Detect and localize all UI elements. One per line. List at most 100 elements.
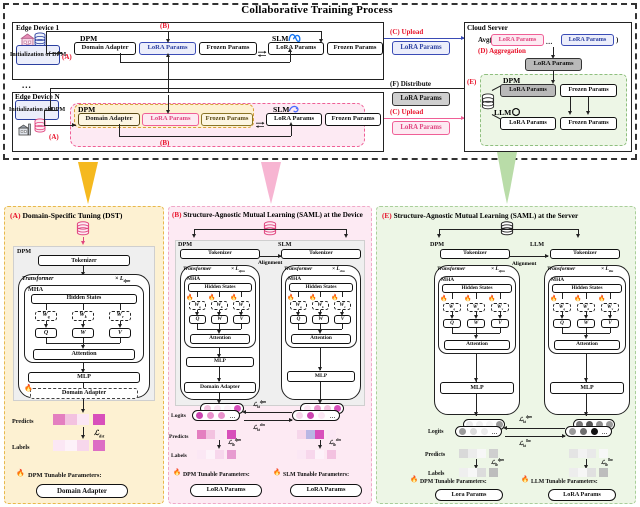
panel-e-bus-right — [578, 229, 579, 235]
panel-b-tunable-right-box[interactable]: LoRA Params — [290, 484, 362, 497]
panel-e-hidden-states-left[interactable]: Hidden States — [442, 284, 512, 293]
panel-a-hidden-states[interactable]: Hidden States — [31, 294, 137, 304]
cloud-llm-lora-box[interactable]: LoRA Params — [500, 117, 556, 130]
edge1-slm-frozen-box[interactable]: Frozen Params — [327, 42, 383, 55]
panel-e-w-right[interactable]: W — [577, 319, 595, 328]
panel-a-mlp[interactable]: MLP — [28, 372, 140, 383]
logit-dot — [314, 405, 321, 412]
edgeN-init-wire — [44, 125, 76, 126]
panel-b-q-right[interactable]: Q — [290, 315, 307, 324]
panel-e-wk-right[interactable]: Wk — [577, 303, 595, 312]
flame-icon-tunable: 🔥 — [16, 469, 25, 477]
panel-a-w-box[interactable]: W — [72, 328, 94, 338]
panel-b-w-left[interactable]: W — [211, 315, 228, 324]
panel-b-attention-left[interactable]: Attention — [190, 334, 250, 344]
panel-a-tokenizer[interactable]: Tokenizer — [38, 255, 130, 266]
panel-e-v-right[interactable]: V — [601, 319, 619, 328]
flame-icon: 🔥 — [24, 384, 33, 392]
panel-b-domain-adapter[interactable]: Domain Adapter — [184, 382, 256, 393]
panel-b-tokenizer-right[interactable]: Tokenizer — [281, 249, 361, 259]
panel-e-loss-lb-dpm: ℒlbdpm — [491, 458, 505, 467]
panel-a-tunable-box[interactable]: Domain Adapter — [36, 484, 128, 498]
panel-e-mlp-left[interactable]: MLP — [440, 382, 514, 394]
panel-b-mlp-right[interactable]: MLP — [287, 371, 355, 382]
panel-e-wq-left[interactable]: Wq — [443, 303, 461, 312]
panel-a-wq-box[interactable]: Wq — [35, 311, 57, 321]
panel-a-wk-box[interactable]: Wk — [72, 311, 94, 321]
panel-b-wk-right[interactable]: Wk — [312, 301, 329, 310]
panel-b-wq-left[interactable]: Wq — [189, 301, 206, 310]
upload-lora-pink-box[interactable]: LoRA Params — [392, 121, 450, 135]
cloud-dpm-lora-box[interactable]: LoRA Params — [500, 84, 556, 97]
label-cell — [578, 468, 587, 477]
panel-b-tunable-left-box[interactable]: LoRA Params — [190, 484, 262, 497]
panel-e-mlp-right[interactable]: MLP — [550, 382, 624, 394]
panel-b-title: (B) Structure-Agnostic Mutual Learning (… — [172, 211, 363, 219]
panel-b-wv-right[interactable]: Wv — [334, 301, 351, 310]
aggregated-lora-box[interactable]: LoRA Params — [525, 58, 582, 71]
pe-r-wv-v — [610, 312, 611, 316]
edgeN-slm-lora-box[interactable]: LoRA Params — [266, 113, 322, 126]
panel-b-q-left[interactable]: Q — [189, 315, 206, 324]
panel-e-attention-left[interactable]: Attention — [444, 340, 510, 350]
panel-e-q-left[interactable]: Q — [443, 319, 461, 328]
panel-a-q-box[interactable]: Q — [35, 328, 57, 338]
meta-logo-icon — [288, 31, 301, 43]
panel-e-tokenizer-left[interactable]: Tokenizer — [440, 249, 510, 259]
edgeN-frozen-params-box[interactable]: Frozen Params — [201, 113, 253, 126]
panel-e-q-right[interactable]: Q — [553, 319, 571, 328]
panel-b-mlp-left[interactable]: MLP — [186, 357, 254, 367]
edgeN-slm-frozen-box[interactable]: Frozen Params — [325, 113, 381, 126]
cloud-dpm-frozen-box[interactable]: Frozen Params — [560, 84, 617, 97]
panel-e-attention-right[interactable]: Attention — [554, 340, 620, 350]
panel-a-transformer-label: Transformer — [22, 276, 54, 282]
panel-e-tunable-left-box[interactable]: Lora Params — [435, 489, 503, 501]
panel-a-attention[interactable]: Attention — [33, 349, 135, 360]
panel-b-hidden-states-left[interactable]: Hidden States — [188, 283, 252, 292]
panel-b-wk-left[interactable]: Wk — [211, 301, 228, 310]
panel-b-wq-right[interactable]: Wq — [290, 301, 307, 310]
panel-a-v-box[interactable]: V — [109, 328, 131, 338]
edgeN-domain-adapter-box[interactable]: Domain Adapter — [78, 113, 140, 126]
pe-r-mlp-arrow — [583, 378, 588, 382]
panel-e-v-left[interactable]: V — [491, 319, 509, 328]
panel-e-wq-right[interactable]: Wq — [553, 303, 571, 312]
panel-e-wv-left[interactable]: Wv — [491, 303, 509, 312]
panel-b-data-icon — [263, 221, 277, 237]
panel-b-v-left[interactable]: V — [233, 315, 250, 324]
panel-b-wv-left[interactable]: Wv — [233, 301, 250, 310]
panel-a-layers-sub: dpm — [123, 279, 131, 284]
avg-last-lora-box[interactable]: LoRA Params — [561, 34, 614, 46]
panel-a-domain-adapter[interactable]: Domain Adapter — [30, 388, 138, 399]
panel-e-wv-right[interactable]: Wv — [601, 303, 619, 312]
flame-icon: 🔥 — [331, 295, 339, 301]
logit-dot — [207, 412, 214, 419]
distribute-lora-gray-box[interactable]: LoRA Params — [392, 92, 450, 106]
cloud-llm-frozen-box[interactable]: Frozen Params — [560, 117, 617, 130]
edge1-frozen-params-box[interactable]: Frozen Params — [199, 42, 257, 55]
panel-e-mha-left-label: MHA — [441, 277, 455, 283]
panel-e-tokenizer-right[interactable]: Tokenizer — [550, 249, 620, 259]
edgeN-tag-a: (A) — [49, 133, 59, 141]
panel-e-tunable-right-box[interactable]: LoRA Params — [548, 489, 616, 501]
upload-lora-blue-box[interactable]: LoRA Params — [392, 41, 450, 55]
panel-b-tokenizer-left[interactable]: Tokenizer — [180, 249, 260, 259]
edge1-slm-lora-box[interactable]: LoRA Params — [268, 42, 324, 55]
pb-l-wv-v — [241, 310, 242, 313]
panel-a-tag: (A) — [10, 211, 21, 220]
avg-first-lora-box[interactable]: LoRA Params — [491, 34, 544, 46]
panel-e-hidden-states-right[interactable]: Hidden States — [552, 284, 622, 293]
label-cell — [477, 468, 486, 477]
edgeN-lora-params-box[interactable]: LoRA Params — [142, 113, 199, 126]
panel-b-v-right[interactable]: V — [334, 315, 351, 324]
panel-b-hidden-states-right[interactable]: Hidden States — [289, 283, 353, 292]
panel-b-w-right[interactable]: W — [312, 315, 329, 324]
panel-a-wq-label: Wq — [42, 312, 50, 320]
panel-a-wv-box[interactable]: Wv — [109, 311, 131, 321]
edge1-domain-adapter-box[interactable]: Domain Adapter — [74, 42, 136, 55]
panel-e-w-left[interactable]: W — [467, 319, 485, 328]
panel-b-attention-right[interactable]: Attention — [291, 334, 351, 344]
logit-dot — [318, 412, 325, 419]
panel-e-wk-left[interactable]: Wk — [467, 303, 485, 312]
panel-e-data-bus — [439, 229, 578, 230]
